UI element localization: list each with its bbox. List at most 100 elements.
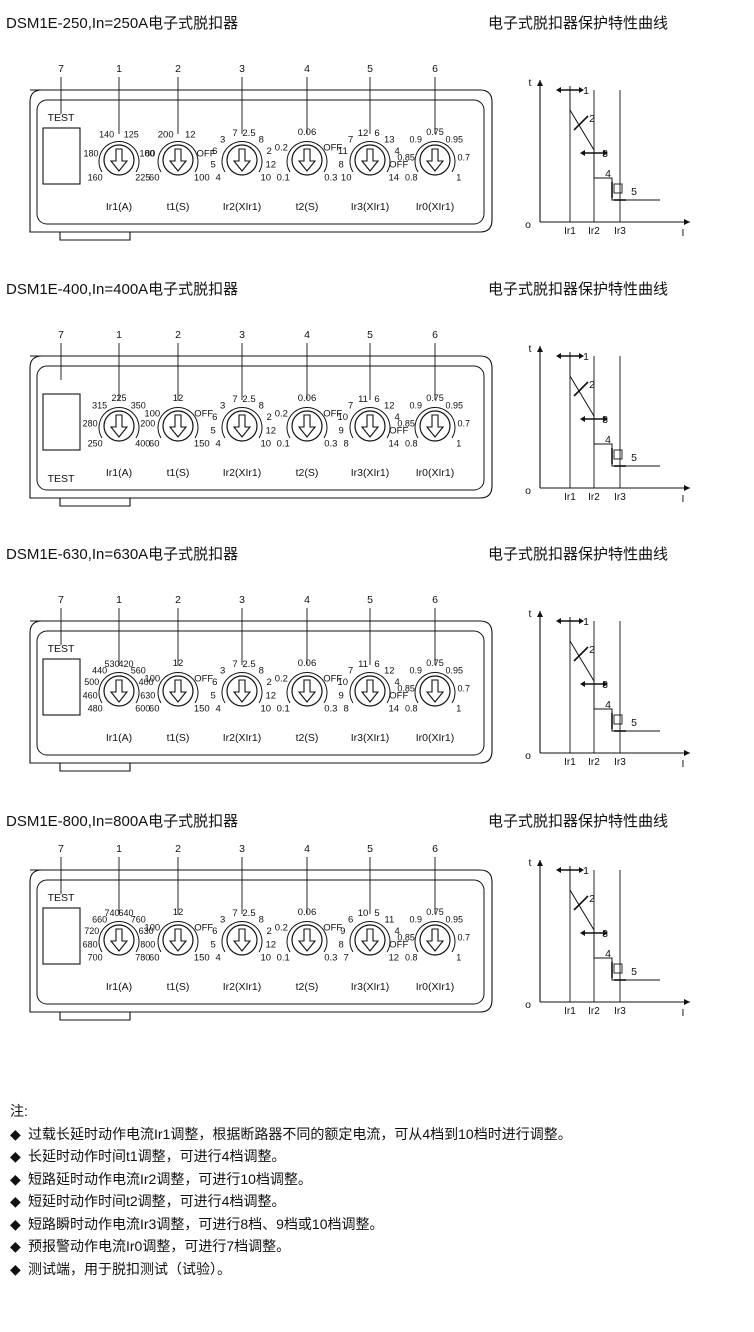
ir3-dial-tick-label: 7 — [348, 400, 353, 411]
panel-number: 5 — [367, 329, 373, 341]
ir0-dial-tick-label: 0.95 — [446, 134, 464, 144]
ir3-dial-tick-label: OFF — [389, 691, 408, 702]
bullet-icon: ◆ — [10, 1125, 21, 1142]
note-text: 长延时动作时间t1调整，可进行4档调整。 — [28, 1148, 286, 1164]
t2-dial-tick-label: 0.3 — [324, 173, 337, 184]
ir3-dial-pointer-icon — [360, 928, 380, 952]
ir0-dial-tick-label: 0.9 — [409, 134, 422, 144]
t2-dial-arc — [286, 141, 328, 173]
ir1-dial-tick-label: 400 — [135, 439, 150, 449]
t1-dial-tick-label: 200 — [158, 130, 174, 141]
ir3-dial-pointer-icon — [360, 679, 380, 703]
ir2-dial-tick-label: 10 — [261, 953, 272, 964]
ir1-dial-tick-label: 530 — [104, 659, 119, 669]
panel-number: 7 — [58, 63, 64, 75]
panel-number: 1 — [116, 843, 122, 855]
bullet-icon: ◆ — [10, 1215, 21, 1232]
ir1-dial-pointer-icon — [109, 679, 129, 703]
ir0-dial-tick-label: 0.75 — [426, 907, 444, 917]
block-2-title: DSM1E-400,In=400A电子式脱扣器 — [6, 281, 239, 298]
curve-t-label: t — [529, 343, 532, 355]
ir0-dial-tick-label: 0.75 — [426, 393, 444, 403]
curve-t-label: t — [529, 608, 532, 620]
ir2-dial-tick-label: 3 — [220, 134, 225, 145]
step-4-box — [613, 714, 623, 725]
ir3-dial-tick-label: OFF — [389, 426, 408, 437]
panel-number: 3 — [239, 594, 245, 606]
ir3-dial-tick-label: 10 — [338, 412, 349, 423]
panel-number: 6 — [432, 843, 438, 855]
ir1-dial-tick-label: 600 — [135, 704, 150, 714]
t2-dial-tick-label: 0.3 — [324, 704, 337, 715]
curve-x-label: Ir3 — [614, 1006, 626, 1017]
note-text: 预报警动作电流Ir0调整，可进行7档调整。 — [28, 1238, 291, 1254]
test-label: TEST — [48, 643, 75, 655]
ir2-dial-pointer-icon — [232, 148, 252, 172]
curve-i-arrow-icon — [684, 485, 690, 491]
notes-section: 注: ◆过载长延时动作电流Ir1调整，根据断路器不同的额定电流，可从4档到10档… — [10, 1100, 572, 1280]
ir1-dial-tick-label: 225 — [135, 173, 150, 183]
ir3-dial-tick-label: 12 — [384, 665, 395, 676]
ir2-dial-tick-label: 4 — [216, 953, 221, 964]
t2-dial-tick-label: 0.3 — [324, 439, 337, 450]
t2-dial-pointer-icon — [297, 679, 317, 703]
ir2-dial-tick-label: 8 — [259, 134, 264, 145]
block-2-curve-title: 电子式脱扣器保护特性曲线 — [488, 281, 669, 298]
curve-x-label: Ir2 — [588, 492, 600, 503]
ir1-dial-tick-label: 680 — [83, 940, 98, 950]
curve-step-label: 2 — [589, 893, 595, 905]
ir0-dial-pointer-icon — [425, 679, 445, 703]
step-2-arrow-icon — [573, 115, 589, 131]
t1-dial-pointer-icon — [168, 928, 188, 952]
curve-step-label: 1 — [583, 351, 589, 363]
ir1-dial-pointer-icon — [109, 148, 129, 172]
ir1-dial-tick-label: 350 — [131, 400, 146, 410]
panel-number: 4 — [304, 843, 310, 855]
ir2-dial-tick-label: 3 — [220, 400, 225, 411]
curve-x-label: Ir2 — [588, 226, 600, 237]
ir2-dial-tick-label: 10 — [261, 439, 272, 450]
t1-dial-tick-label: 12 — [173, 393, 184, 404]
ir1-dial-tick-label: 400 — [139, 677, 154, 687]
notes-heading: 注: — [10, 1103, 28, 1119]
curve-i-arrow-icon — [684, 999, 690, 1005]
ir3-dial-tick-label: 11 — [358, 659, 368, 670]
t2-dial-tick-label: 0.2 — [275, 143, 288, 154]
ir1-dial-tick-label: 560 — [131, 665, 146, 675]
curve-origin-label: o — [525, 485, 531, 497]
ir3-dial-tick-label: 10 — [338, 677, 349, 688]
ir3-dial-tick-label: 14 — [389, 439, 400, 450]
ir1-dial-tick-label: 200 — [140, 419, 155, 429]
ir1-dial-tick-label: 500 — [84, 677, 99, 687]
ir0-dial-arc — [414, 921, 456, 953]
test-window — [42, 393, 81, 451]
note-text: 短延时动作时间t2调整，可进行4档调整。 — [28, 1193, 286, 1209]
dial-caption: Ir0(XIr1) — [416, 732, 455, 744]
curve-t-arrow-icon — [537, 611, 543, 617]
ir0-dial-tick-label: 0.7 — [458, 684, 471, 694]
ir1-dial-tick-label: 180 — [83, 149, 98, 159]
test-label: TEST — [48, 892, 75, 904]
curve-origin-label: o — [525, 999, 531, 1011]
block-3-curve-title: 电子式脱扣器保护特性曲线 — [488, 546, 669, 563]
note-item: ◆短路瞬时动作电流Ir3调整，可进行8档、9档或10档调整。 — [10, 1213, 572, 1236]
ir1-dial-tick-label: 250 — [88, 439, 103, 449]
panel-number: 7 — [58, 843, 64, 855]
ir1-dial-arc — [98, 921, 140, 953]
t1-dial-arc — [157, 141, 199, 173]
ir0-dial-tick-label: 0.8 — [405, 173, 418, 183]
t2-dial-arc — [286, 407, 328, 439]
t1-dial-tick-label: 100 — [144, 923, 160, 934]
ir3-dial-arc — [349, 672, 391, 704]
curve-origin-label: o — [525, 219, 531, 231]
ir1-dial-tick-label: 420 — [118, 659, 133, 669]
t1-dial-tick-label: OFF — [194, 923, 213, 934]
curve-i-label: I — [682, 1007, 685, 1019]
t1-dial-tick-label: 150 — [194, 439, 210, 450]
t1-dial-arc — [157, 407, 199, 439]
t1-dial-tick-label: 80 — [145, 149, 156, 160]
dial-caption: Ir3(XIr1) — [351, 467, 390, 479]
